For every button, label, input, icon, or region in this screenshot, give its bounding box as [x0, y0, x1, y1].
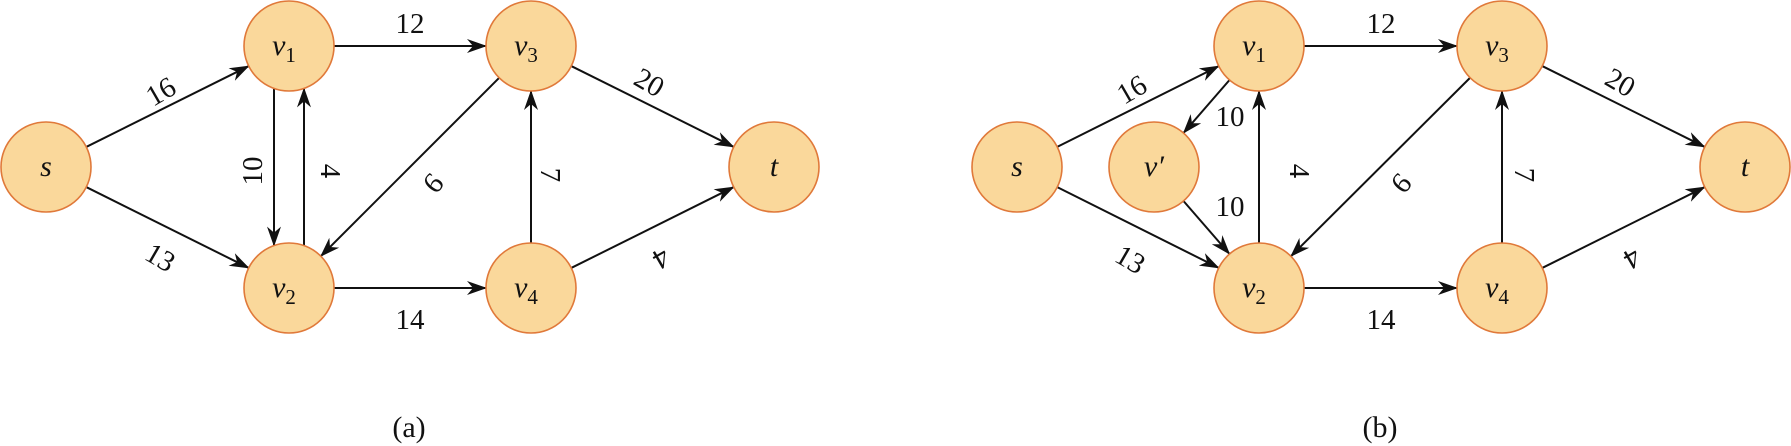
- node-circle: [485, 0, 577, 92]
- node-t: t: [728, 121, 820, 213]
- capacity-label-v2-v1: 4: [314, 164, 346, 179]
- node-v4: v4: [485, 242, 577, 334]
- edge-v4-t: [570, 186, 735, 269]
- capacity-label-v4-v3: 7: [1508, 168, 1540, 183]
- capacity-label-v2-v1: 4: [1283, 164, 1315, 179]
- capacity-label-v1-v3: 12: [396, 8, 425, 40]
- capacity-label-v2-v4: 14: [1367, 304, 1397, 336]
- edge-v1-vp: [1182, 79, 1231, 134]
- node-s: s: [0, 121, 92, 213]
- node-v2: v2: [243, 242, 335, 334]
- capacity-label-s-v1: 16: [140, 71, 181, 113]
- capacity-label-v1-vp: 10: [1216, 101, 1245, 133]
- edge-v3-v2: [1290, 77, 1471, 257]
- node-s: s: [971, 121, 1063, 213]
- node-label: t: [1741, 150, 1750, 183]
- node-circle: [243, 242, 335, 334]
- capacity-label-v4-t: 4: [1617, 241, 1646, 276]
- edge-v3-t: [1541, 65, 1706, 148]
- node-circle: [485, 242, 577, 334]
- capacity-label-v3-v2: 9: [416, 167, 450, 199]
- node-circle: [1456, 242, 1548, 334]
- capacity-label-v4-t: 4: [646, 241, 675, 276]
- edge-s-v1: [85, 65, 250, 148]
- node-v1: v1: [243, 0, 335, 92]
- node-label: v2: [1242, 271, 1266, 309]
- node-v3: v3: [1456, 0, 1548, 92]
- node-t: t: [1699, 121, 1791, 213]
- node-circle: [1456, 0, 1548, 92]
- capacity-label-vp-v2: 10: [1216, 191, 1245, 223]
- capacity-label-v3-v2: 9: [1384, 167, 1418, 199]
- node-circle: [1213, 242, 1305, 334]
- node-label: v2: [272, 271, 296, 309]
- caption-b: (b): [1363, 411, 1398, 444]
- node-label: v1: [1242, 29, 1266, 67]
- capacity-label-v4-v3: 7: [534, 168, 566, 183]
- node-circle: [971, 121, 1063, 213]
- node-label: v3: [1485, 29, 1509, 67]
- edge-v4-t: [1541, 186, 1706, 269]
- node-circle: [1699, 121, 1791, 213]
- node-circle: [0, 121, 92, 213]
- edge-s-v1: [1056, 65, 1220, 148]
- node-v3: v3: [485, 0, 577, 92]
- capacity-label-v1-v2: 10: [237, 157, 269, 186]
- capacity-label-v2-v4: 14: [396, 304, 426, 336]
- capacity-label-v1-v3: 12: [1367, 8, 1396, 40]
- node-label: v4: [1485, 271, 1509, 309]
- node-label: s: [40, 150, 52, 183]
- edge-vp-v2: [1182, 200, 1231, 255]
- node-vp: v′: [1108, 121, 1200, 213]
- node-circle: [728, 121, 820, 213]
- node-label: t: [770, 150, 779, 183]
- node-circle: [243, 0, 335, 92]
- node-label: v1: [272, 29, 296, 67]
- node-v4: v4: [1456, 242, 1548, 334]
- node-label: v3: [514, 29, 538, 67]
- capacity-label-s-v1: 16: [1111, 69, 1152, 111]
- node-label: v4: [514, 271, 538, 309]
- node-v2: v2: [1213, 242, 1305, 334]
- edge-s-v2: [85, 186, 250, 269]
- node-v1: v1: [1213, 0, 1305, 92]
- node-label: s: [1011, 150, 1023, 183]
- node-label: v′: [1144, 150, 1164, 183]
- node-circle: [1213, 0, 1305, 92]
- edge-s-v2: [1056, 186, 1220, 269]
- edge-v3-t: [570, 65, 735, 148]
- capacity-label-s-v2: 13: [139, 237, 180, 279]
- caption-a: (a): [392, 411, 425, 444]
- edge-v3-v2: [320, 77, 500, 257]
- capacity-label-s-v2: 13: [1109, 239, 1150, 281]
- node-circle: [1108, 121, 1200, 213]
